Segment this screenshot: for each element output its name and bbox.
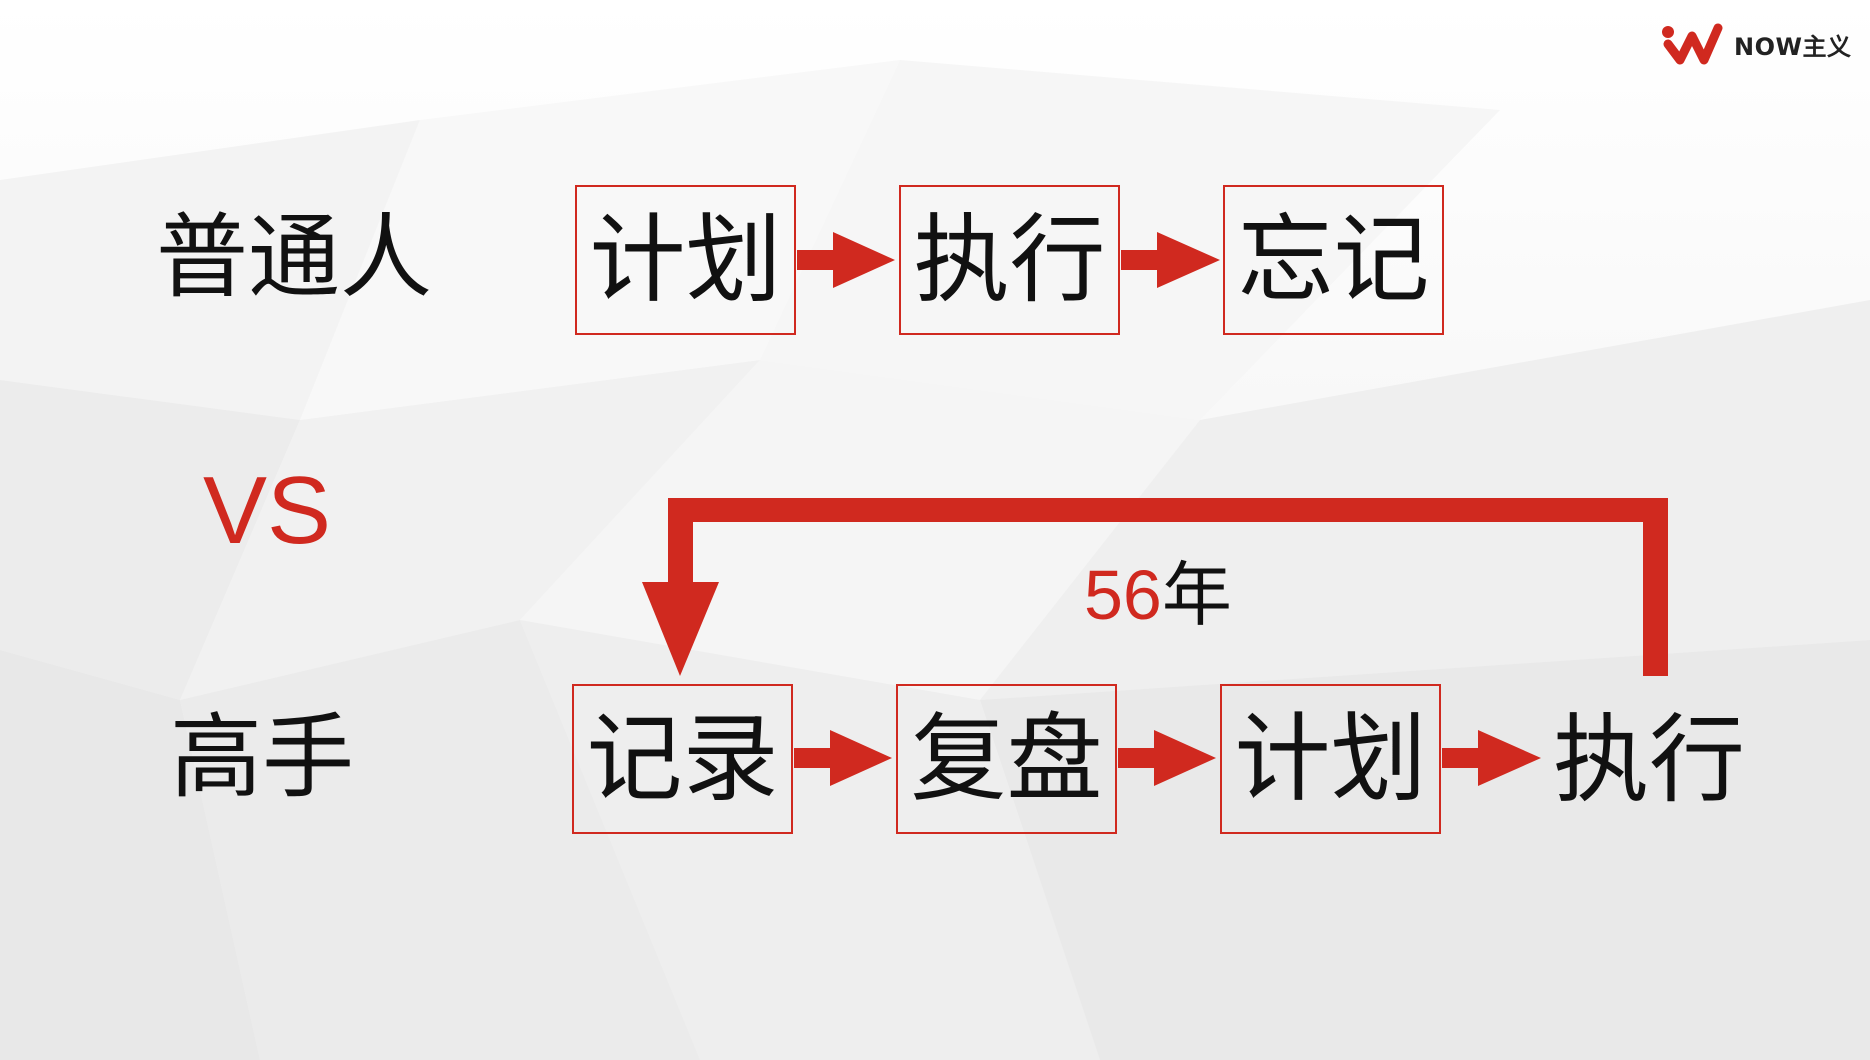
expert-arrow-2 xyxy=(1118,730,1216,786)
expert-arrow-3 xyxy=(1442,730,1541,786)
expert-step-3-text: 计划 xyxy=(1234,703,1427,815)
feedback-loop-arrow xyxy=(642,498,1668,676)
ordinary-step-3-box: 忘记 xyxy=(1223,185,1444,335)
row-label-ordinary: 普通人 xyxy=(156,204,433,311)
ordinary-step-1-text: 计划 xyxy=(589,204,782,316)
ordinary-step-3-text: 忘记 xyxy=(1237,204,1430,316)
logo-text: NOW主义 xyxy=(1734,32,1852,61)
ordinary-arrow-1 xyxy=(797,232,895,288)
expert-step-3-box: 计划 xyxy=(1220,684,1441,834)
ordinary-arrow-2 xyxy=(1121,232,1220,288)
loop-duration-label: 56年 xyxy=(1084,560,1232,630)
row-label-expert: 高手 xyxy=(170,704,355,811)
versus-label: VS xyxy=(203,457,332,564)
ordinary-step-2-text: 执行 xyxy=(913,204,1106,316)
logo-mark-icon xyxy=(1662,23,1723,65)
loop-duration-unit: 年 xyxy=(1161,554,1232,636)
expert-final-step-text: 执行 xyxy=(1553,704,1745,816)
expert-step-1-text: 记录 xyxy=(586,703,779,815)
brand-logo: NOW主义 xyxy=(1660,22,1851,66)
expert-arrow-1 xyxy=(794,730,892,786)
ordinary-step-1-box: 计划 xyxy=(575,185,796,335)
expert-step-2-box: 复盘 xyxy=(896,684,1117,834)
expert-step-1-box: 记录 xyxy=(572,684,793,834)
loop-duration-number: 56 xyxy=(1084,556,1162,634)
expert-step-2-text: 复盘 xyxy=(910,703,1103,815)
ordinary-step-2-box: 执行 xyxy=(899,185,1120,335)
